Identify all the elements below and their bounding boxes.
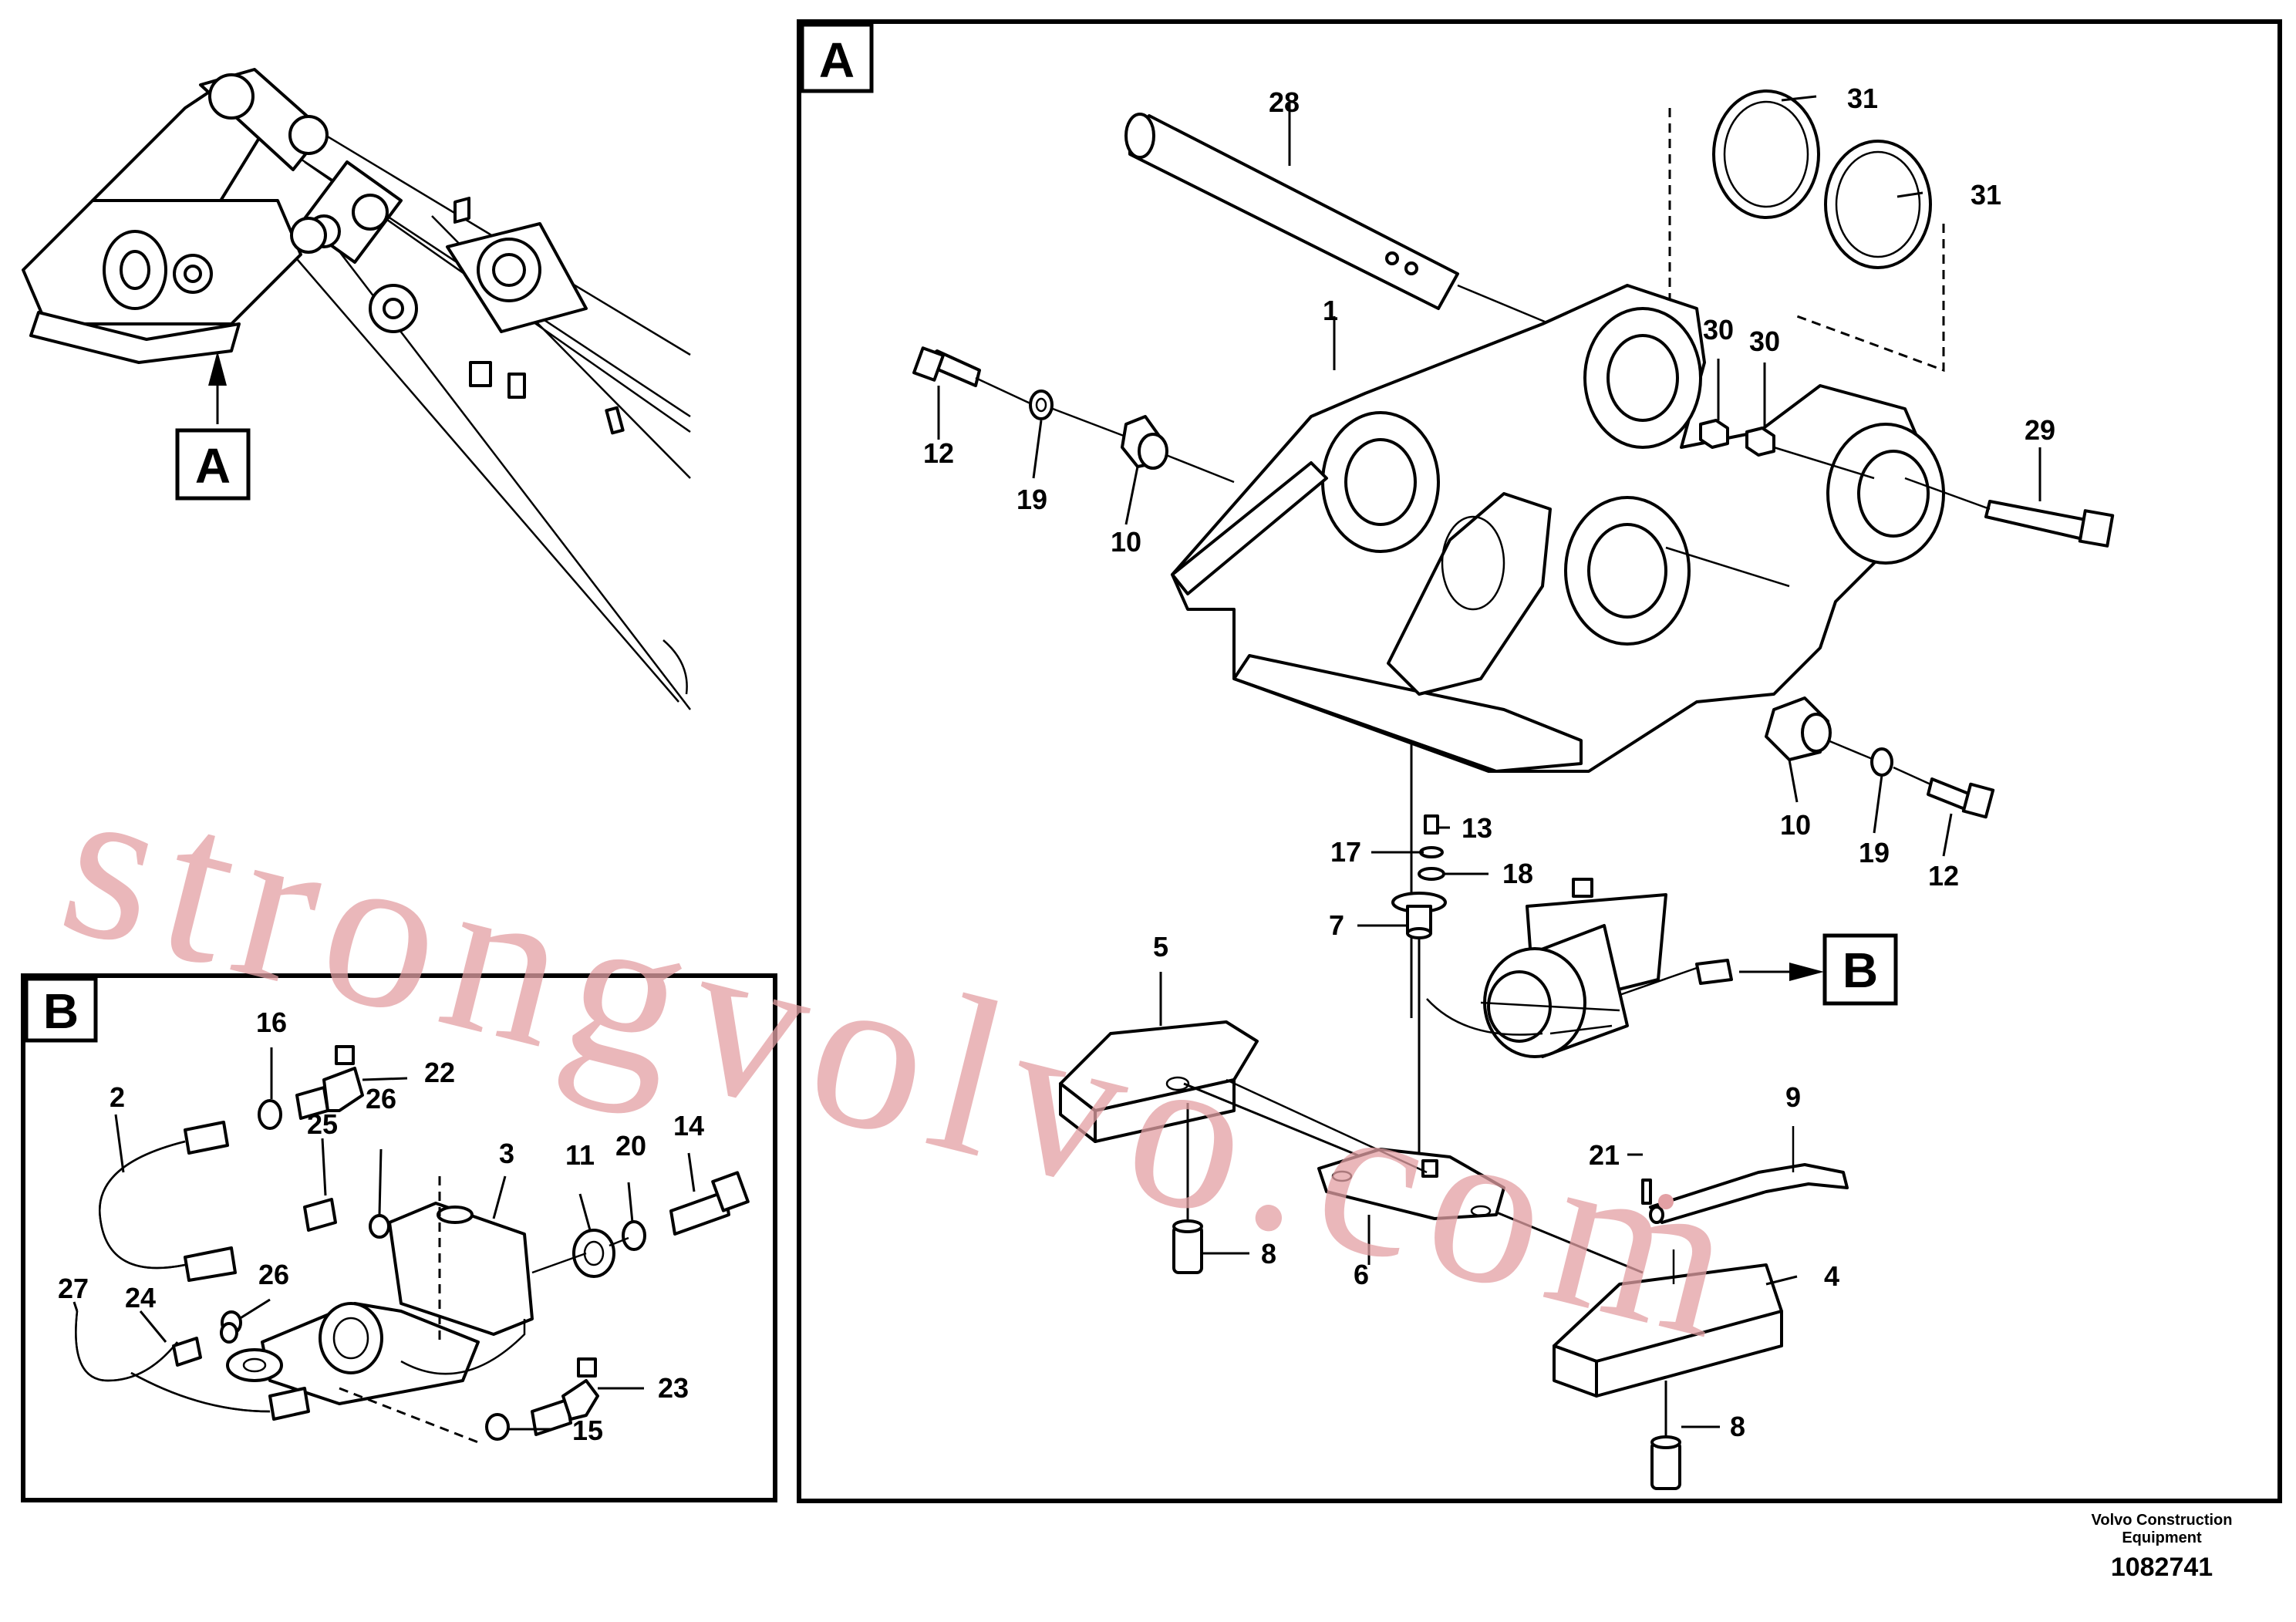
callout-14: 14 (673, 1110, 704, 1141)
callout-21: 21 (1589, 1139, 1620, 1171)
drawing-number: 1082741 (2111, 1553, 2213, 1582)
view-b-pointer-label[interactable]: B (1822, 933, 1898, 1006)
svg-text:B: B (43, 983, 79, 1039)
callout-26: 26 (366, 1083, 396, 1114)
callout-31: 31 (1847, 83, 1878, 114)
callout-30: 30 (1703, 314, 1734, 346)
company-name-line2: Equipment (2122, 1529, 2202, 1546)
callout-12: 12 (1928, 860, 1959, 892)
svg-text:B: B (1843, 943, 1878, 998)
overview-illustration (22, 68, 691, 710)
callout-19: 19 (1859, 837, 1890, 868)
footer: Volvo Construction Equipment 1082741 (2092, 1512, 2233, 1582)
callout-18: 18 (1502, 858, 1533, 889)
callout-numbers: 28 31 31 1 30 30 29 12 19 10 10 19 12 13… (58, 83, 2055, 1446)
callout-10: 10 (1780, 809, 1811, 841)
callout-22: 22 (424, 1057, 455, 1088)
callout-11: 11 (565, 1139, 595, 1171)
callout-16: 16 (256, 1007, 287, 1038)
view-b-parts (72, 1045, 750, 1444)
callout-28: 28 (1269, 86, 1300, 118)
callout-10: 10 (1111, 526, 1141, 558)
callout-15: 15 (572, 1415, 603, 1446)
company-name-line1: Volvo Construction (2092, 1512, 2233, 1529)
callout-30: 30 (1749, 325, 1780, 357)
callout-6: 6 (1354, 1259, 1369, 1290)
callout-2: 2 (110, 1081, 125, 1113)
callout-20: 20 (615, 1130, 646, 1162)
view-a-frame: A (797, 19, 2282, 1503)
callout-4: 4 (1824, 1260, 1839, 1292)
callout-3: 3 (499, 1138, 514, 1169)
svg-text:A: A (819, 32, 855, 88)
callout-29: 29 (2025, 414, 2055, 446)
callout-8: 8 (1261, 1238, 1276, 1270)
callout-24: 24 (125, 1282, 156, 1313)
callout-19: 19 (1017, 484, 1047, 515)
view-a-parts (912, 89, 2115, 1490)
callout-9: 9 (1785, 1081, 1801, 1113)
callout-17: 17 (1330, 836, 1361, 868)
view-b-frame: B (21, 973, 777, 1502)
callout-1: 1 (1323, 295, 1338, 326)
watermark-text: strongvolvo.com (42, 733, 1769, 1389)
svg-text:A: A (195, 438, 231, 494)
callout-25: 25 (307, 1108, 338, 1140)
callout-7: 7 (1329, 909, 1344, 941)
callout-27: 27 (58, 1273, 89, 1304)
callout-5: 5 (1153, 931, 1168, 963)
callout-12: 12 (923, 437, 954, 469)
callout-26: 26 (258, 1259, 289, 1290)
overview-view-label-a[interactable]: A (175, 428, 251, 501)
callout-13: 13 (1462, 812, 1492, 844)
callout-23: 23 (658, 1372, 689, 1404)
callout-31: 31 (1971, 179, 2001, 211)
callout-8: 8 (1730, 1411, 1745, 1442)
